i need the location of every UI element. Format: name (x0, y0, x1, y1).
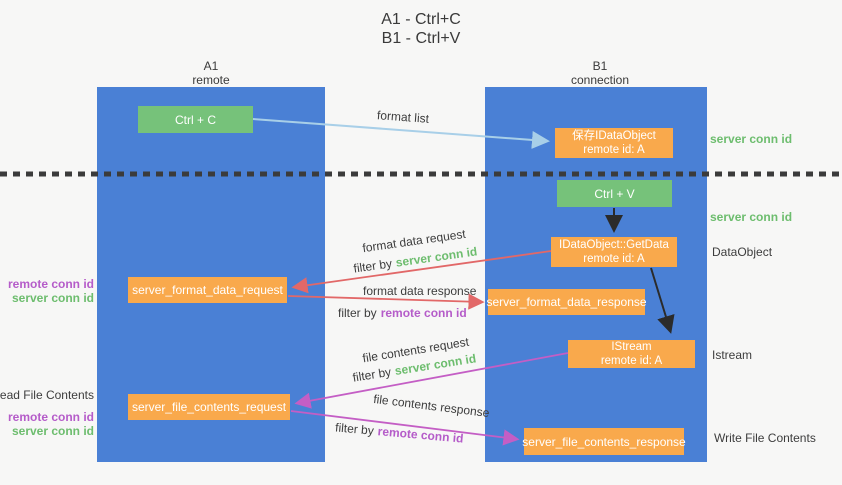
node-server-format-data-response-label: server_format_data_response (486, 295, 647, 309)
lane-header-b1: B1 connection (545, 59, 655, 87)
label-server-conn-id-top: server conn id (710, 132, 793, 146)
node-idataobject-getdata: IDataObject::GetData remote id: A (551, 237, 677, 267)
node-save-line2: remote id: A (583, 144, 645, 156)
lane-b1-subtitle: connection (570, 73, 630, 87)
title-line-2: B1 - Ctrl+V (381, 30, 461, 47)
node-server-format-data-response: server_format_data_response (486, 289, 647, 315)
label-server-conn-id-2: server conn id (11, 424, 94, 438)
label-server-conn-id-mid: server conn id (710, 210, 793, 224)
lane-a1-name: A1 (203, 59, 219, 73)
label-read-file-contents: Read File Contents (0, 388, 94, 402)
node-server-format-data-request: server_format_data_request (128, 277, 287, 303)
label-remote-conn-id-1: remote conn id (7, 277, 94, 291)
filter-prefix: filter by (352, 256, 393, 276)
node-server-format-data-request-label: server_format_data_request (132, 283, 283, 297)
node-ctrl-v-label: Ctrl + V (594, 186, 635, 201)
node-getdata-line2: remote id: A (583, 253, 645, 265)
label-dataobject: DataObject (712, 245, 773, 259)
node-getdata-line1: IDataObject::GetData (559, 239, 669, 251)
diagram-title: A1 - Ctrl+C B1 - Ctrl+V (321, 10, 521, 48)
node-istream-line2: remote id: A (600, 355, 663, 367)
node-istream-line1: IStream (611, 341, 652, 353)
node-server-file-contents-response: server_file_contents_response (522, 428, 686, 455)
node-istream: IStream remote id: A (568, 340, 695, 368)
lane-b1-name: B1 (592, 59, 608, 73)
label-file-contents-response: file contents response (372, 391, 491, 421)
filter-value-remote-conn-id: remote conn id (380, 306, 467, 320)
node-save-line1: 保存IDataObject (572, 130, 656, 142)
label-format-list: format list (376, 108, 430, 126)
filter-prefix: filter by (334, 420, 375, 438)
label-istream: Istream (712, 348, 753, 362)
node-server-file-contents-request-label: server_file_contents_request (131, 400, 287, 414)
node-save-idataobject: 保存IDataObject remote id: A (555, 128, 673, 158)
node-server-file-contents-request: server_file_contents_request (128, 394, 290, 420)
filter-prefix: filter by (351, 364, 393, 385)
node-ctrl-v: Ctrl + V (557, 180, 672, 207)
filter-value-remote-conn-id: remote conn id (377, 424, 465, 446)
label-server-conn-id-1: server conn id (11, 291, 94, 305)
node-server-file-contents-response-label: server_file_contents_response (522, 434, 686, 449)
label-format-data-response: format data response (363, 284, 477, 298)
lane-a1-subtitle: remote (192, 73, 230, 87)
label-write-file-contents: Write File Contents (714, 431, 816, 445)
title-line-1: A1 - Ctrl+C (381, 11, 461, 28)
lane-header-a1: A1 remote (156, 59, 266, 87)
node-ctrl-c-label: Ctrl + C (174, 112, 216, 127)
filter-prefix: filter by (338, 306, 377, 320)
label-remote-conn-id-2: remote conn id (7, 410, 94, 424)
node-ctrl-c: Ctrl + C (138, 106, 253, 133)
